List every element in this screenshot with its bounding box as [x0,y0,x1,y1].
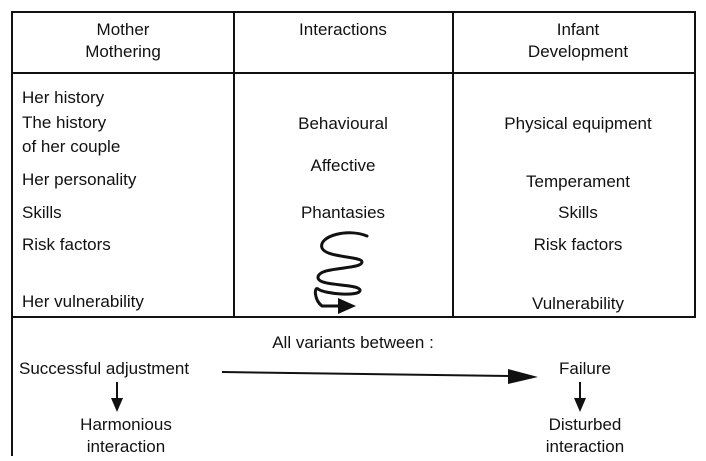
left-state-label: Successful adjustment [19,359,190,378]
interaction-item-behavioural: Behavioural [298,114,388,133]
frame-left-line [11,11,13,456]
horizontal-arrowhead [508,369,538,384]
interaction-item-affective: Affective [310,156,376,175]
left-outcome-line2: interaction [86,437,166,456]
mother-header-line1: Mother [96,20,150,39]
mother-item-couple-history-2: of her couple [22,137,121,156]
mother-item-history: Her history [22,88,105,107]
mother-item-vulnerability: Her vulnerability [22,292,144,311]
infant-item-physical-equipment: Physical equipment [504,114,652,133]
bottom-section-divider [11,316,696,318]
right-state-label: Failure [559,359,611,378]
mother-item-risk-factors: Risk factors [22,235,111,254]
horizontal-continuum-line [221,371,511,377]
infant-item-temperament: Temperament [526,172,630,191]
spiral-icon [313,231,369,308]
right-outcome-line1: Disturbed [548,415,622,434]
right-outcome-line2: interaction [545,437,625,456]
infant-item-risk-factors: Risk factors [533,235,623,254]
right-down-arrowhead [574,398,586,412]
infant-item-skills: Skills [558,203,598,222]
frame-top-line [11,11,696,13]
column-divider-2 [452,11,454,317]
spiral-arrowhead [338,298,356,314]
interaction-item-phantasies: Phantasies [300,203,386,222]
bottom-caption: All variants between : [272,333,434,352]
header-divider [11,72,696,74]
infant-header-line1: Infant [556,20,600,39]
left-outcome-line1: Harmonious [80,415,172,434]
column-divider-1 [233,11,235,317]
mother-item-personality: Her personality [22,170,137,189]
mother-header-line2: Mothering [85,42,161,61]
frame-right-line [694,11,696,317]
infant-item-vulnerability: Vulnerability [532,294,624,313]
mother-item-couple-history-1: The history [22,113,107,132]
left-down-arrowhead [111,398,123,412]
interactions-header: Interactions [299,20,387,39]
mother-item-skills: Skills [22,203,62,222]
infant-header-line2: Development [527,42,629,61]
